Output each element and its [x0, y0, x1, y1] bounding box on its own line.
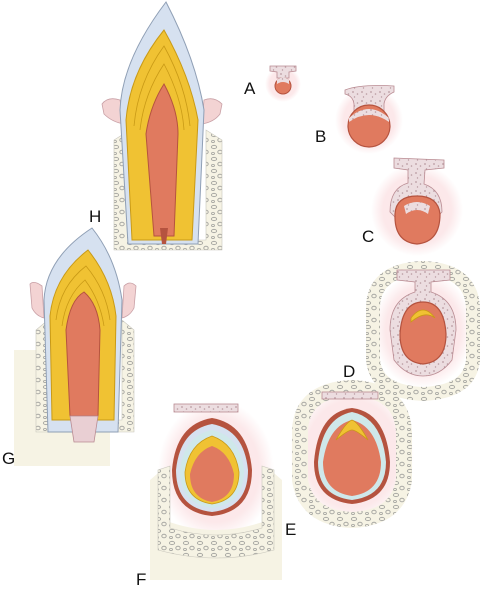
label-g: G	[2, 449, 16, 468]
stage-e-crown-formation	[290, 379, 414, 529]
label-b: B	[315, 127, 327, 146]
label-a: A	[244, 79, 256, 98]
stage-h-erupted-tooth	[101, 1, 223, 251]
label-f: F	[136, 570, 147, 589]
label-e: E	[285, 520, 297, 539]
label-c: C	[362, 227, 375, 246]
stage-c-bell	[371, 157, 463, 256]
stage-g-erupting-tooth	[14, 227, 137, 466]
stage-b-cap	[335, 85, 403, 154]
stage-a-bud	[265, 65, 301, 102]
stage-f-eruption	[150, 400, 282, 580]
label-d: D	[343, 362, 356, 381]
stage-d-late-bell	[366, 260, 481, 402]
label-h: H	[89, 207, 102, 226]
